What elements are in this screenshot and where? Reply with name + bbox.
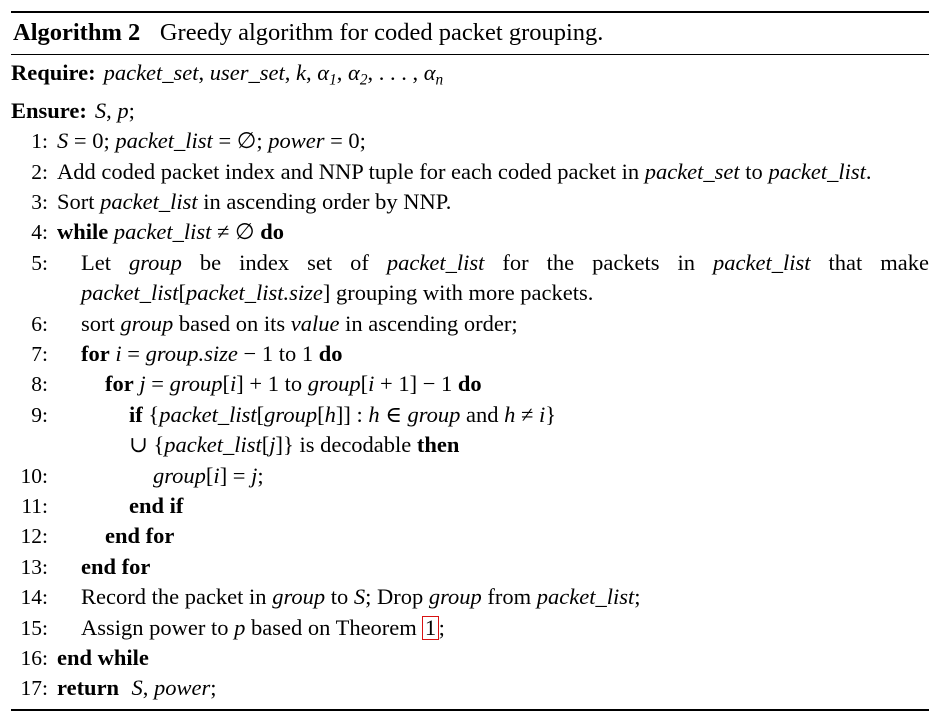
- step-number: 1:: [31, 129, 48, 154]
- caption-rule: [11, 54, 929, 55]
- algorithm-step: 3: Sort packet_list in ascending order b…: [11, 187, 929, 217]
- algorithm-step: 12: end for: [11, 521, 929, 551]
- step-text: Sort packet_list in ascending order by N…: [57, 188, 452, 214]
- step-text: S = 0; packet_list = ∅; power = 0;: [57, 128, 366, 154]
- require-keyword: Require:: [11, 60, 96, 85]
- step-number: 17:: [20, 676, 48, 701]
- algorithm-label: Algorithm 2: [13, 19, 141, 46]
- algorithm-step: 6: sort group based on its value in asce…: [11, 309, 929, 339]
- algorithm-step: 17: return S, power;: [11, 673, 929, 703]
- step-number: 2:: [31, 159, 48, 184]
- algorithm-body: Require: packet_set, user_set, k, α1, α2…: [11, 55, 929, 709]
- algorithm-step: 1: S = 0; packet_list = ∅; power = 0;: [11, 126, 929, 156]
- step-number: 10:: [20, 463, 48, 488]
- step-number: 7:: [31, 341, 48, 366]
- step-text: sort group based on its value in ascendi…: [81, 310, 518, 336]
- step-number: 4:: [31, 220, 48, 245]
- step-text: end while: [57, 645, 149, 670]
- ensure-line: Ensure: S, p;: [11, 96, 929, 126]
- step-number: 3:: [31, 189, 48, 214]
- step-text: for j = group[i] + 1 to group[i + 1] − 1…: [105, 371, 482, 397]
- algorithm-block: Algorithm 2 Greedy algorithm for coded p…: [11, 0, 929, 711]
- step-text: end for: [105, 523, 175, 549]
- algorithm-step: 7: for i = group.size − 1 to 1 do: [11, 339, 929, 369]
- step-number: 11:: [21, 493, 48, 518]
- algorithm-step: 15: Assign power to p based on Theorem 1…: [11, 613, 929, 643]
- algorithm-step: 10: group[i] = j;: [11, 461, 929, 491]
- algorithm-step: 11: end if: [11, 491, 929, 521]
- step-number: 8:: [31, 372, 48, 397]
- algorithm-step: 13: end for: [11, 552, 929, 582]
- require-line: Require: packet_set, user_set, k, α1, α2…: [11, 58, 929, 96]
- top-rule: [11, 11, 929, 13]
- step-text: if {packet_list[group[h]] : h ∈ group an…: [129, 401, 557, 458]
- step-number: 6:: [31, 311, 48, 336]
- step-text: Let group be index set of packet_list fo…: [81, 249, 929, 306]
- algorithm-title: Greedy algorithm for coded packet groupi…: [159, 19, 604, 46]
- step-text: while packet_list ≠ ∅ do: [57, 219, 284, 245]
- step-number: 16:: [20, 646, 48, 670]
- step-text: return S, power;: [57, 675, 217, 701]
- step-text: for i = group.size − 1 to 1 do: [81, 340, 343, 366]
- algorithm-caption: Algorithm 2 Greedy algorithm for coded p…: [11, 13, 929, 54]
- step-text: group[i] = j;: [153, 462, 264, 488]
- step-number: 5:: [31, 250, 48, 275]
- step-text: end for: [81, 553, 151, 579]
- algorithm-step: 8: for j = group[i] + 1 to group[i + 1] …: [11, 369, 929, 399]
- algorithm-step: 9: if {packet_list[group[h]] : h ∈ group…: [11, 400, 929, 461]
- bottom-rule: [11, 708, 929, 711]
- ensure-keyword: Ensure:: [11, 97, 87, 123]
- step-text: end if: [129, 492, 184, 518]
- algorithm-step: 16: end while: [11, 643, 929, 673]
- theorem-reference-link[interactable]: 1: [422, 615, 439, 641]
- ensure-text: S, p;: [94, 97, 135, 123]
- algorithm-step: 2: Add coded packet index and NNP tuple …: [11, 157, 929, 187]
- algorithm-step: 5: Let group be index set of packet_list…: [11, 248, 929, 309]
- algorithm-step: 4: while packet_list ≠ ∅ do: [11, 217, 929, 247]
- step-number: 15:: [20, 615, 48, 640]
- require-text: packet_set, user_set, k, α1, α2, . . . ,…: [103, 60, 444, 89]
- step-text: Assign power to p based on Theorem 1;: [81, 614, 445, 641]
- step-number: 13:: [20, 554, 48, 579]
- step-text: Add coded packet index and NNP tuple for…: [57, 158, 872, 184]
- step-text: Record the packet in group to S; Drop gr…: [81, 584, 641, 610]
- step-number: 14:: [20, 585, 48, 610]
- step-number: 12:: [20, 524, 48, 549]
- algorithm-step: 14: Record the packet in group to S; Dro…: [11, 582, 929, 612]
- step-number: 9:: [31, 402, 48, 427]
